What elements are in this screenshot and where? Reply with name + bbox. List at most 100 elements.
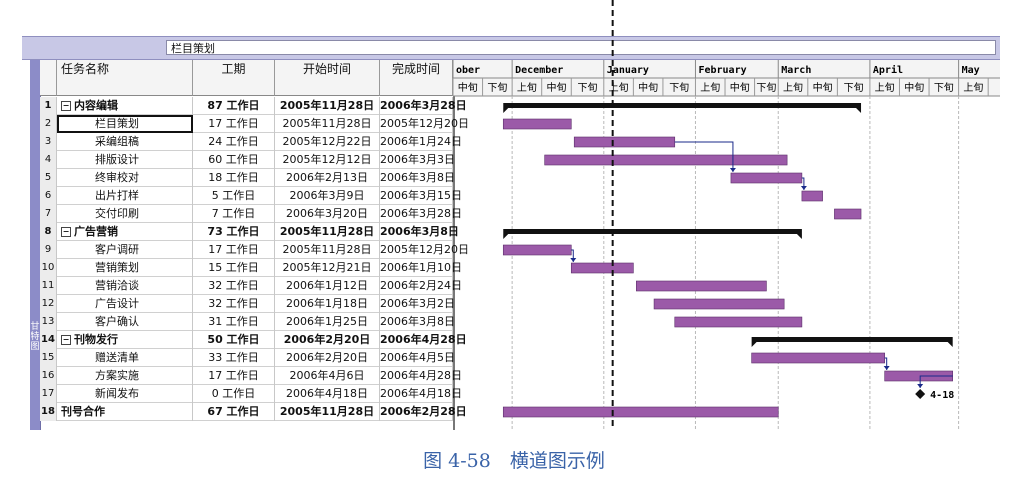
task-name-cell[interactable]: 交付印刷 [57, 205, 193, 223]
collapse-icon[interactable]: − [61, 101, 71, 111]
task-name-cell[interactable]: 赠送清单 [57, 349, 193, 367]
start-cell[interactable]: 2006年2月20日 [275, 349, 380, 367]
start-cell[interactable]: 2005年11月28日 [275, 223, 380, 241]
task-name-cell[interactable]: 新闻发布 [57, 385, 193, 403]
row-number[interactable]: 5 [40, 169, 57, 187]
task-name-cell[interactable]: 营销洽谈 [57, 277, 193, 295]
row-number[interactable]: 9 [40, 241, 57, 259]
row-number[interactable]: 17 [40, 385, 57, 403]
duration-cell[interactable]: 24 工作日 [193, 133, 275, 151]
start-cell[interactable]: 2006年2月13日 [275, 169, 380, 187]
row-number[interactable]: 15 [40, 349, 57, 367]
duration-cell[interactable]: 67 工作日 [193, 403, 275, 421]
task-name-cell[interactable]: 客户确认 [57, 313, 193, 331]
task-name-cell[interactable]: −刊物发行 [57, 331, 193, 349]
collapse-icon[interactable]: − [61, 335, 71, 345]
start-cell[interactable]: 2006年1月25日 [275, 313, 380, 331]
duration-cell[interactable]: 7 工作日 [193, 205, 275, 223]
finish-cell[interactable]: 2005年12月20日 [380, 115, 469, 133]
start-cell[interactable]: 2006年3月9日 [275, 187, 380, 205]
row-number[interactable]: 10 [40, 259, 57, 277]
duration-cell[interactable]: 50 工作日 [193, 331, 275, 349]
start-cell[interactable]: 2006年1月12日 [275, 277, 380, 295]
start-cell[interactable]: 2006年4月6日 [275, 367, 380, 385]
collapse-icon[interactable]: − [61, 227, 71, 237]
finish-cell[interactable]: 2006年3月28日 [380, 205, 462, 223]
task-name-cell[interactable]: 广告设计 [57, 295, 193, 313]
row-number[interactable]: 8 [40, 223, 57, 241]
finish-cell[interactable]: 2006年3月8日 [380, 223, 459, 241]
finish-cell[interactable]: 2006年3月3日 [380, 151, 455, 169]
duration-cell[interactable]: 31 工作日 [193, 313, 275, 331]
start-cell[interactable]: 2006年1月18日 [275, 295, 380, 313]
task-name-cell[interactable]: −广告营销 [57, 223, 193, 241]
task-name-cell[interactable]: −内容编辑 [57, 97, 193, 115]
column-header-start[interactable]: 开始时间 [275, 60, 380, 96]
row-number[interactable]: 13 [40, 313, 57, 331]
task-name-cell[interactable]: 方案实施 [57, 367, 193, 385]
row-number[interactable]: 1 [40, 97, 57, 115]
task-name-cell[interactable]: 刊号合作 [57, 403, 193, 421]
duration-cell[interactable]: 32 工作日 [193, 277, 275, 295]
finish-cell[interactable]: 2006年4月28日 [380, 331, 467, 349]
finish-cell[interactable]: 2006年3月8日 [380, 169, 455, 187]
finish-cell[interactable]: 2006年4月18日 [380, 385, 462, 403]
start-cell[interactable]: 2006年3月20日 [275, 205, 380, 223]
row-number[interactable]: 12 [40, 295, 57, 313]
finish-cell[interactable]: 2006年2月24日 [380, 277, 462, 295]
duration-cell[interactable]: 17 工作日 [193, 367, 275, 385]
duration-cell[interactable]: 0 工作日 [193, 385, 275, 403]
row-number[interactable]: 6 [40, 187, 57, 205]
duration-cell[interactable]: 60 工作日 [193, 151, 275, 169]
row-number[interactable]: 4 [40, 151, 57, 169]
start-cell[interactable]: 2005年12月12日 [275, 151, 380, 169]
task-name-cell[interactable]: 客户调研 [57, 241, 193, 259]
finish-cell[interactable]: 2005年12月20日 [380, 241, 469, 259]
column-header-finish[interactable]: 完成时间 [380, 60, 453, 96]
duration-cell[interactable]: 87 工作日 [193, 97, 275, 115]
finish-cell[interactable]: 2006年3月8日 [380, 313, 455, 331]
row-number[interactable]: 16 [40, 367, 57, 385]
task-name-cell[interactable]: 出片打样 [57, 187, 193, 205]
start-cell[interactable]: 2005年12月21日 [275, 259, 380, 277]
task-name-cell[interactable]: 采编组稿 [57, 133, 193, 151]
row-number[interactable]: 18 [40, 403, 57, 421]
start-cell[interactable]: 2005年11月28日 [275, 241, 380, 259]
row-number[interactable]: 14 [40, 331, 57, 349]
finish-cell[interactable]: 2006年2月28日 [380, 403, 467, 421]
finish-cell[interactable]: 2006年4月5日 [380, 349, 455, 367]
duration-cell[interactable]: 5 工作日 [193, 187, 275, 205]
duration-cell[interactable]: 15 工作日 [193, 259, 275, 277]
column-header-task-name[interactable]: 任务名称 [57, 60, 193, 96]
finish-cell[interactable]: 2006年3月28日 [380, 97, 467, 115]
finish-cell[interactable]: 2006年4月28日 [380, 367, 462, 385]
row-number[interactable]: 11 [40, 277, 57, 295]
finish-cell[interactable]: 2006年3月15日 [380, 187, 462, 205]
start-cell[interactable]: 2005年11月28日 [275, 97, 380, 115]
start-cell[interactable]: 2005年11月28日 [275, 115, 380, 133]
finish-cell[interactable]: 2006年3月2日 [380, 295, 455, 313]
duration-cell[interactable]: 18 工作日 [193, 169, 275, 187]
start-cell[interactable]: 2006年4月18日 [275, 385, 380, 403]
entry-bar-input[interactable]: 栏目策划 [166, 40, 996, 55]
finish-cell[interactable]: 2006年1月10日 [380, 259, 462, 277]
finish-cell[interactable]: 2006年1月24日 [380, 133, 462, 151]
start-cell[interactable]: 2005年11月28日 [275, 403, 380, 421]
row-number[interactable]: 3 [40, 133, 57, 151]
task-name-cell[interactable]: 终审校对 [57, 169, 193, 187]
